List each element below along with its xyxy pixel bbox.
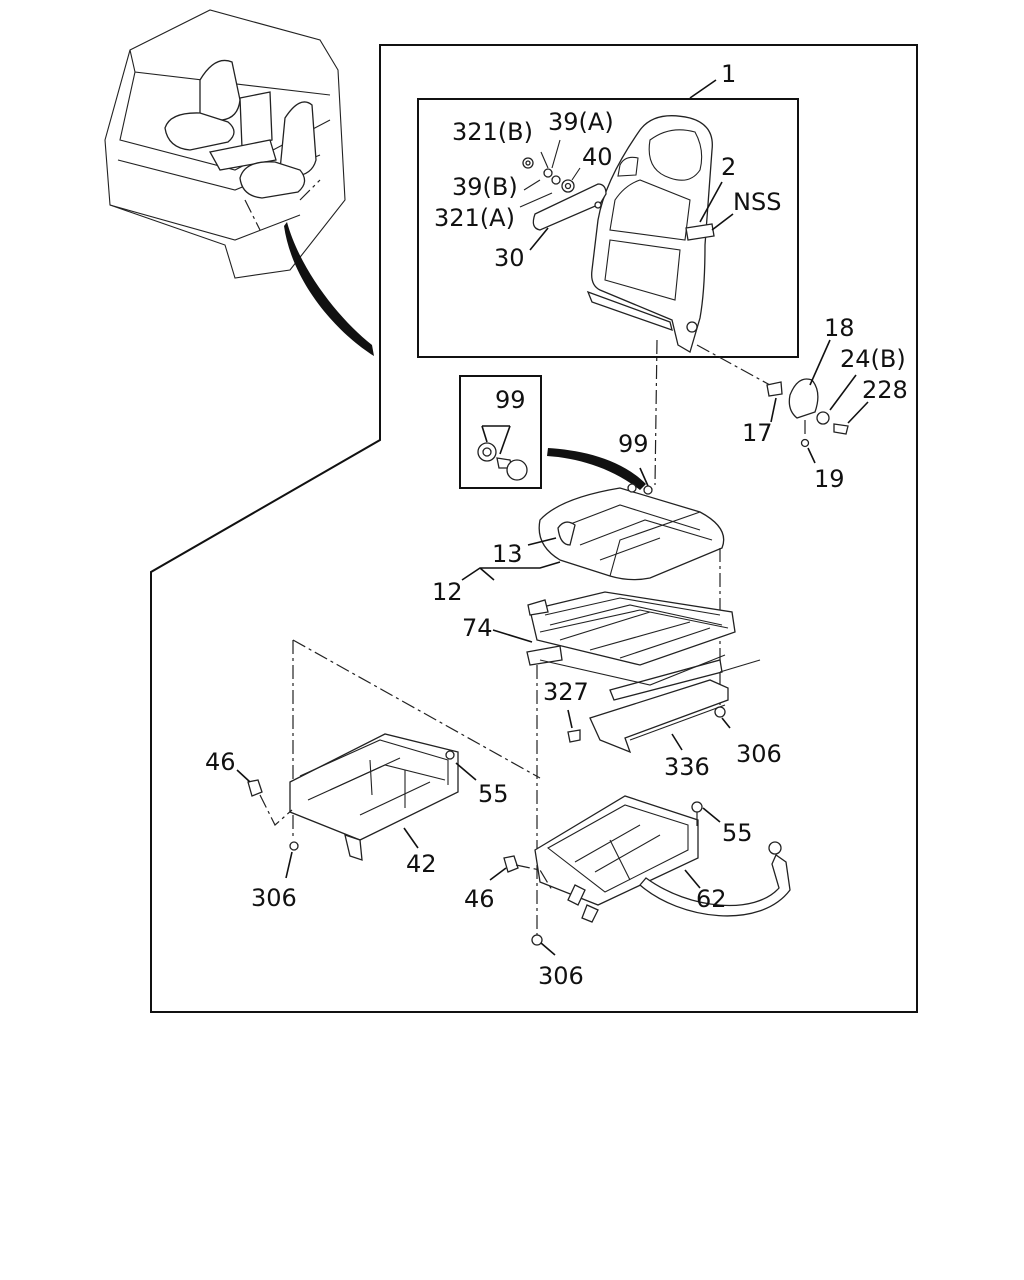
label-1: 1 bbox=[721, 60, 736, 88]
seat-slide-rails bbox=[526, 591, 761, 701]
label-42: 42 bbox=[406, 850, 437, 878]
armrest bbox=[532, 183, 607, 231]
recliner-knob-group bbox=[696, 339, 869, 464]
label-12: 12 bbox=[432, 578, 463, 606]
label-24b: 24(B) bbox=[840, 345, 906, 373]
label-19: 19 bbox=[814, 465, 845, 493]
label-46-left: 46 bbox=[205, 748, 236, 776]
callout-pointer bbox=[284, 222, 374, 356]
label-74: 74 bbox=[462, 614, 493, 642]
seat-back-inset-box bbox=[417, 98, 799, 358]
label-2: 2 bbox=[721, 153, 736, 181]
label-321b: 321(B) bbox=[452, 118, 533, 146]
label-321a: 321(A) bbox=[434, 204, 515, 232]
ground-cable bbox=[639, 841, 791, 917]
label-17: 17 bbox=[742, 419, 773, 447]
main-frame bbox=[150, 44, 918, 1013]
seat-back bbox=[586, 115, 715, 353]
label-nss: NSS bbox=[733, 188, 781, 216]
label-99: 99 bbox=[618, 430, 649, 458]
label-18: 18 bbox=[824, 314, 855, 342]
label-40: 40 bbox=[582, 143, 613, 171]
label-55-left: 55 bbox=[478, 780, 509, 808]
label-336: 336 bbox=[664, 753, 710, 781]
fasteners-top bbox=[519, 139, 581, 208]
label-39b: 39(B) bbox=[452, 173, 518, 201]
label-13: 13 bbox=[492, 540, 523, 568]
label-46-right: 46 bbox=[464, 885, 495, 913]
label-327: 327 bbox=[543, 678, 589, 706]
riser-frame bbox=[289, 733, 459, 861]
label-306-bottom: 306 bbox=[538, 962, 584, 990]
clip-detail bbox=[477, 425, 646, 490]
clip-detail-box bbox=[459, 375, 542, 489]
slide-cover bbox=[589, 679, 729, 754]
seat-cushion bbox=[538, 483, 725, 581]
label-39a: 39(A) bbox=[548, 108, 614, 136]
clip-callout-pointer bbox=[547, 448, 646, 490]
label-228: 228 bbox=[862, 376, 908, 404]
label-306-left: 306 bbox=[251, 884, 297, 912]
label-30: 30 bbox=[494, 244, 525, 272]
label-306-right: 306 bbox=[736, 740, 782, 768]
label-62: 62 bbox=[696, 885, 727, 913]
label-55-right: 55 bbox=[722, 819, 753, 847]
label-99-detail: 99 bbox=[495, 386, 526, 414]
base-frame bbox=[531, 795, 703, 946]
cab-overview-sketch bbox=[104, 9, 374, 356]
